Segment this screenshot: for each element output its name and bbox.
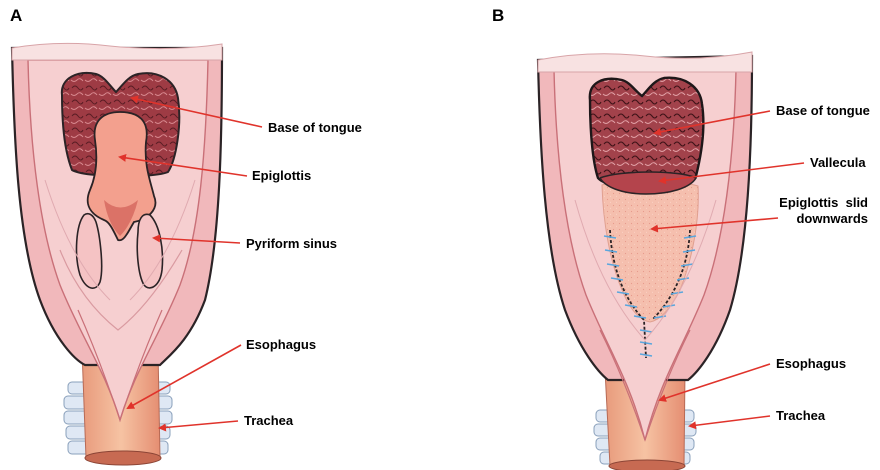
label-esophagus-a: Esophagus bbox=[246, 337, 316, 353]
label-epiglottis-slid-line1: Epiglottis slid bbox=[748, 195, 868, 211]
label-base-of-tongue-b: Base of tongue bbox=[776, 103, 870, 119]
label-epiglottis-slid-b: Epiglottis slid downwards bbox=[748, 195, 868, 227]
panel-b-drawing bbox=[538, 52, 752, 470]
label-trachea-b: Trachea bbox=[776, 408, 825, 424]
label-pyriform-sinus-a: Pyriform sinus bbox=[246, 236, 337, 252]
label-epiglottis-slid-line2: downwards bbox=[748, 211, 868, 227]
panel-a-letter: A bbox=[10, 6, 22, 26]
panel-b-letter: B bbox=[492, 6, 504, 26]
label-trachea-a: Trachea bbox=[244, 413, 293, 429]
label-epiglottis-a: Epiglottis bbox=[252, 168, 311, 184]
label-base-of-tongue-a: Base of tongue bbox=[268, 120, 362, 136]
label-vallecula-b: Vallecula bbox=[810, 155, 866, 171]
panel-a-drawing bbox=[12, 43, 222, 465]
label-esophagus-b: Esophagus bbox=[776, 356, 846, 372]
